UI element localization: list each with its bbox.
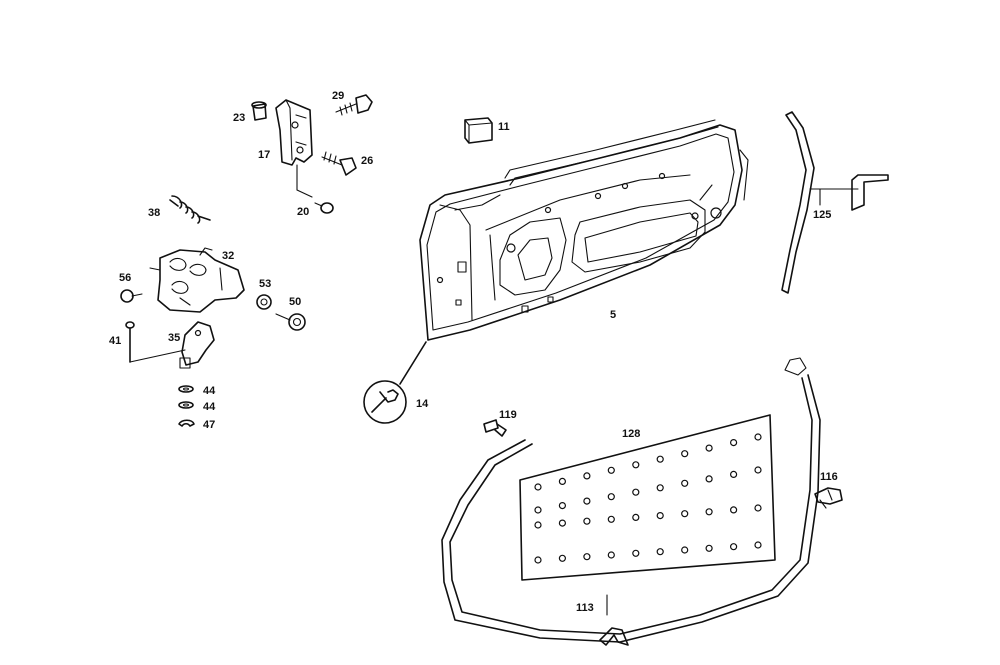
- panel-hole: [632, 549, 640, 557]
- callout-29: 29: [332, 90, 344, 102]
- callout-119: 119: [499, 409, 517, 421]
- panel-hole: [583, 472, 591, 480]
- panel-hole: [558, 502, 567, 510]
- panel-hole: [681, 450, 689, 458]
- panel-hole: [656, 455, 664, 463]
- washer-44b-part: [178, 401, 194, 409]
- panel-hole: [607, 551, 615, 559]
- callout-35: 35: [168, 332, 180, 344]
- panel-hole: [607, 515, 615, 523]
- callout-20: 20: [297, 206, 309, 218]
- clip-119-part: [483, 419, 507, 437]
- callout-56: 56: [119, 272, 131, 284]
- callout-125: 125: [813, 209, 831, 221]
- panel-hole: [534, 521, 542, 529]
- trim-panel-part: [519, 414, 776, 581]
- panel-hole: [534, 506, 542, 514]
- panel-hole: [656, 548, 664, 556]
- callout-53: 53: [259, 278, 271, 290]
- special-tool-part: [363, 341, 427, 424]
- panel-hole: [607, 493, 615, 501]
- trim-panel-holes: [534, 433, 762, 564]
- panel-hole: [729, 506, 738, 514]
- callout-116: 116: [820, 471, 838, 483]
- panel-hole: [705, 475, 713, 483]
- bolt-20-part: [314, 202, 334, 214]
- pin-41-part: [125, 321, 186, 363]
- panel-hole: [754, 541, 762, 549]
- panel-hole: [583, 553, 591, 561]
- panel-hole: [632, 513, 640, 522]
- panel-hole: [583, 517, 591, 525]
- panel-hole: [729, 439, 738, 447]
- callout-32: 32: [222, 250, 234, 262]
- panel-hole: [681, 479, 689, 487]
- clip-116-part: [814, 487, 843, 509]
- panel-hole: [632, 461, 640, 469]
- callout-23: 23: [233, 112, 245, 124]
- callout-11: 11: [498, 121, 510, 133]
- panel-hole: [754, 433, 762, 441]
- panel-hole: [681, 546, 689, 554]
- panel-hole: [534, 483, 542, 491]
- bolt-50-part: [275, 313, 306, 331]
- callout-38: 38: [148, 207, 160, 219]
- panel-hole: [729, 543, 738, 551]
- clip-block-part: [464, 117, 493, 144]
- panel-hole: [705, 544, 713, 552]
- callout-47: 47: [203, 419, 215, 431]
- bolt-26-part: [321, 151, 357, 176]
- callout-17: 17: [258, 149, 270, 161]
- callout-44b: 44: [203, 401, 216, 413]
- spring-part: [169, 195, 211, 224]
- window-guide-part: [781, 111, 889, 294]
- panel-hole: [558, 477, 567, 485]
- door-seal-part: [441, 357, 821, 646]
- panel-hole: [656, 511, 664, 520]
- callout-50: 50: [289, 296, 301, 308]
- panel-hole: [681, 510, 689, 518]
- panel-hole: [729, 470, 738, 478]
- callout-14: 14: [416, 398, 429, 410]
- door-lock-part: [149, 247, 245, 313]
- panel-hole: [705, 508, 713, 516]
- panel-hole: [558, 554, 567, 562]
- callout-41: 41: [109, 335, 121, 347]
- callout-26: 26: [361, 155, 373, 167]
- callout-5: 5: [610, 309, 616, 321]
- panel-hole: [705, 444, 713, 452]
- panel-hole: [754, 504, 762, 512]
- panel-hole: [632, 488, 640, 496]
- panel-hole: [534, 556, 542, 564]
- door-shell-part: [419, 119, 749, 341]
- bracket-35-part: [179, 321, 215, 369]
- callout-128: 128: [622, 428, 640, 440]
- callout-44a: 44: [203, 385, 216, 397]
- panel-hole: [607, 466, 615, 474]
- panel-hole: [583, 497, 591, 505]
- hinge-part: [275, 99, 313, 198]
- bushing-part: [251, 101, 267, 121]
- bolt-56-part: [120, 289, 143, 303]
- clip-47-part: [178, 419, 195, 427]
- washer-53-part: [256, 294, 272, 310]
- panel-hole: [754, 466, 762, 474]
- panel-hole: [656, 484, 664, 492]
- callout-113: 113: [576, 602, 594, 614]
- washer-44a-part: [178, 385, 194, 393]
- bolt-29-part: [335, 94, 373, 116]
- panel-hole: [558, 519, 567, 527]
